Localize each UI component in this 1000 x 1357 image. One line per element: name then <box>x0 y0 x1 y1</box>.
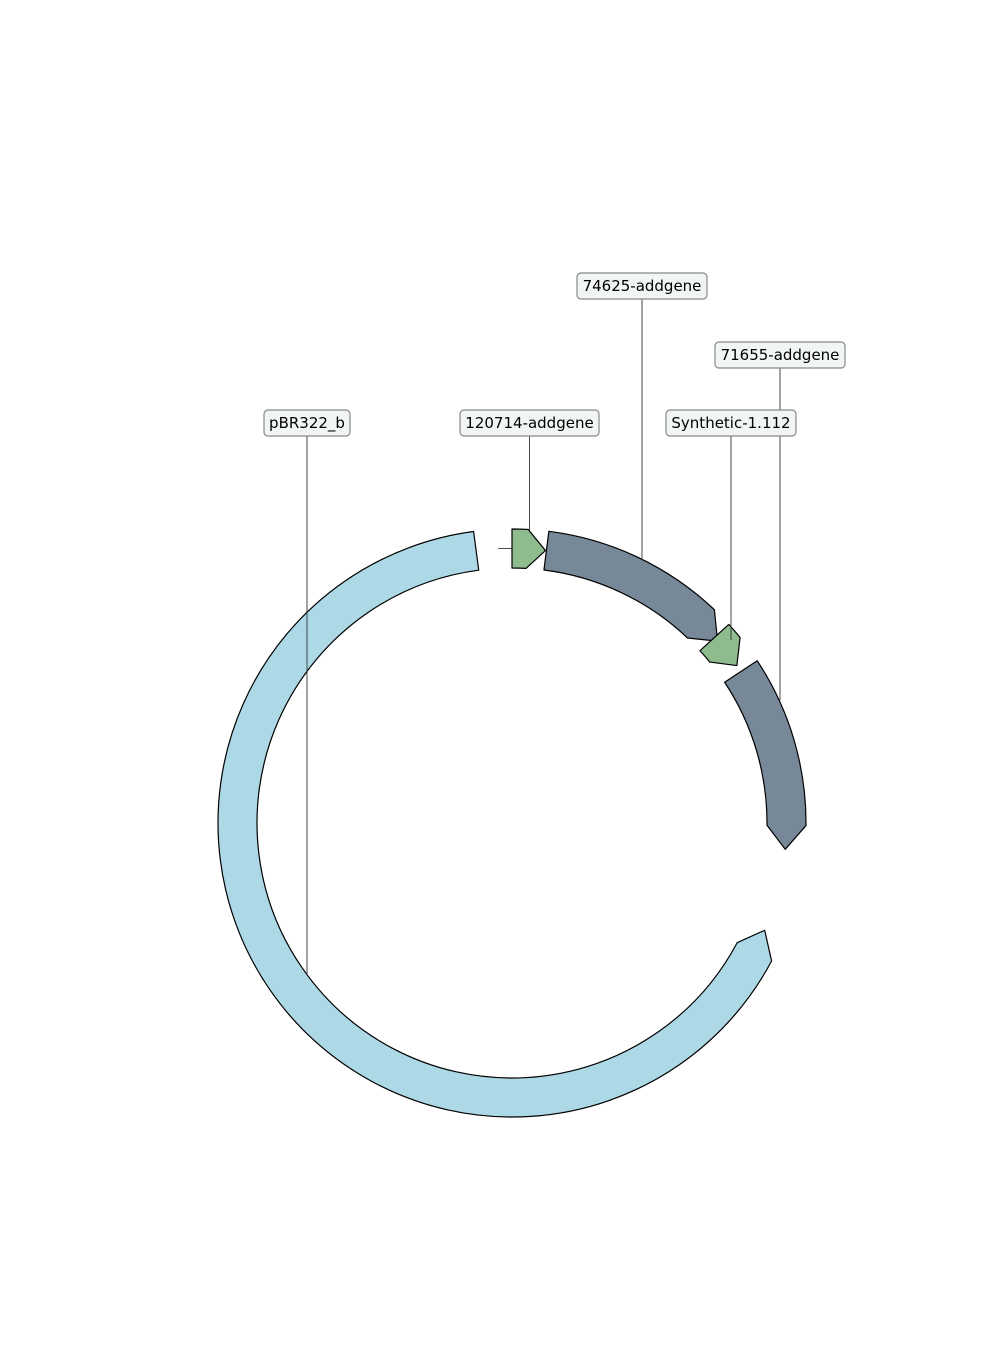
label-text-pbr322: pBR322_b <box>269 414 345 433</box>
feature-arc-synthetic <box>699 623 741 667</box>
label-text-71655: 71655-addgene <box>721 346 840 364</box>
feature-arc-f120714 <box>511 528 547 569</box>
label-text-74625: 74625-addgene <box>583 277 702 295</box>
label-pbr322: pBR322_b <box>263 409 351 437</box>
label-synthetic: Synthetic-1.112 <box>665 409 797 437</box>
feature-arc-f74625 <box>543 530 719 642</box>
feature-arc-f71655 <box>724 660 807 850</box>
label-71655: 71655-addgene <box>714 341 846 369</box>
feature-arc-pbr322 <box>217 530 773 1118</box>
label-74625: 74625-addgene <box>576 272 708 300</box>
feature-layer <box>217 528 807 1118</box>
label-box-71655 <box>714 341 846 369</box>
label-layer: pBR322_b 120714-addgene 74625-addgene Sy… <box>263 272 846 437</box>
leader-layer <box>306 299 781 975</box>
label-box-pbr322 <box>263 409 351 437</box>
label-text-120714: 120714-addgene <box>465 414 593 432</box>
label-box-120714 <box>459 409 600 437</box>
label-text-synthetic: Synthetic-1.112 <box>671 414 790 432</box>
label-box-synthetic <box>665 409 797 437</box>
label-120714: 120714-addgene <box>459 409 600 437</box>
label-box-74625 <box>576 272 708 300</box>
